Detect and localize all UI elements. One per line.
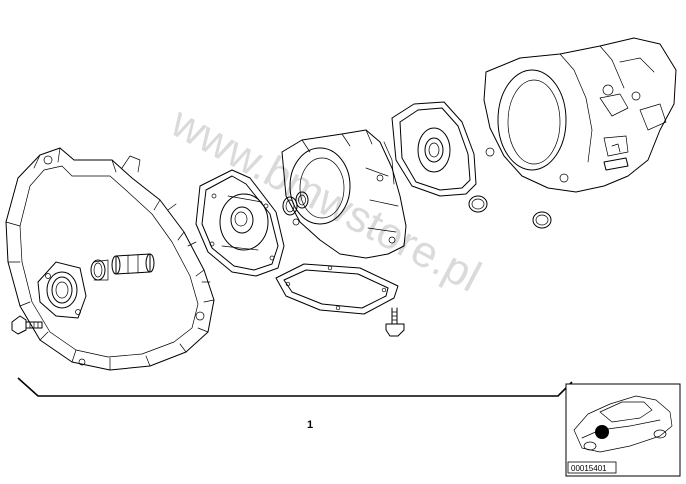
front-gasket xyxy=(195,169,285,277)
rear-gasket xyxy=(391,101,477,197)
pump-housing xyxy=(281,129,407,259)
input-shaft-seal xyxy=(37,261,87,319)
callout-1-label: 1 xyxy=(307,419,313,431)
o-ring-right xyxy=(532,211,552,229)
oil-pan-gasket xyxy=(275,263,399,315)
vehicle-thumbnail: 00015401 xyxy=(565,383,681,477)
shaft-ring xyxy=(90,259,109,281)
assembly-bracket xyxy=(17,377,573,397)
o-ring-middle xyxy=(468,195,488,213)
vehicle-outline xyxy=(573,395,673,453)
thumbnail-reference-number: 00015401 xyxy=(571,464,607,473)
transmission-case xyxy=(483,37,677,193)
location-marker xyxy=(595,425,609,439)
watermark-text: www.bmwstore.pl xyxy=(162,97,488,301)
converter-housing xyxy=(5,147,215,371)
drain-bolt xyxy=(385,307,405,337)
mounting-bolt-left xyxy=(11,315,43,335)
